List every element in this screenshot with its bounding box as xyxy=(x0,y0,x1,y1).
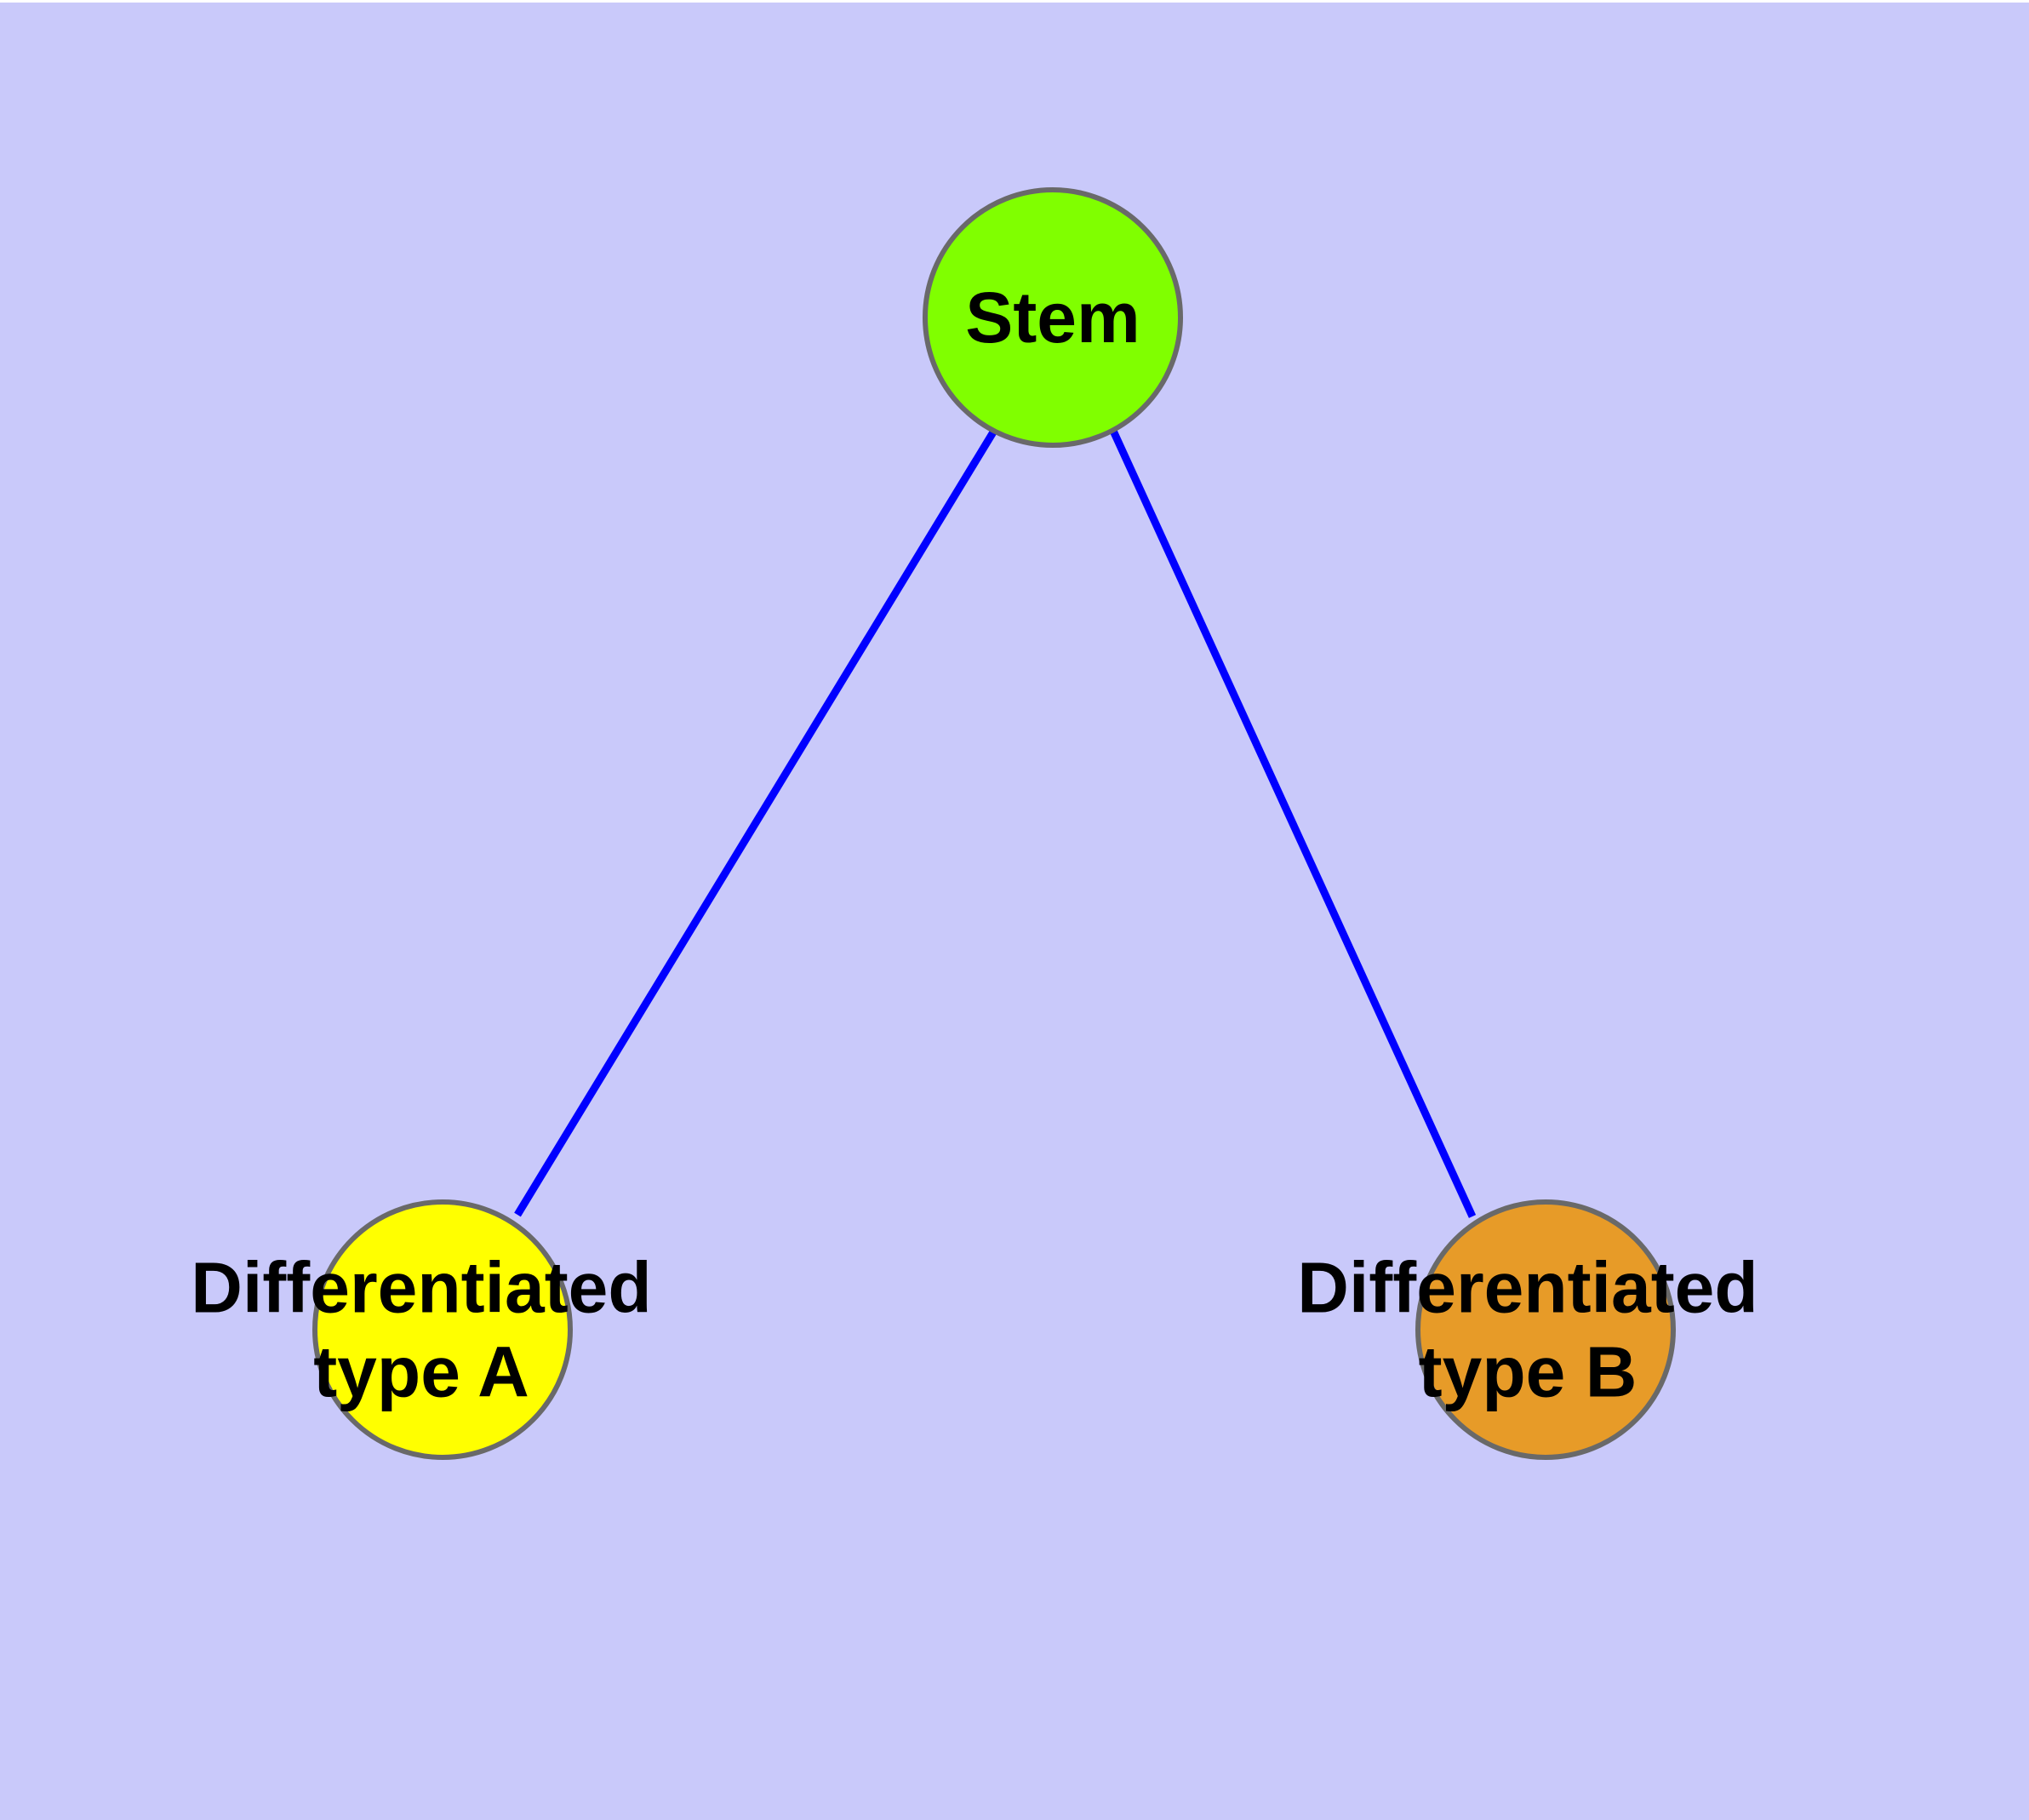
node-label-line: type A xyxy=(313,1332,529,1412)
node-label-line: Stem xyxy=(965,278,1140,358)
node-circle-stem[interactable] xyxy=(923,187,1183,448)
node-label-stem: Stem xyxy=(965,278,1140,358)
graph-node-diff_a[interactable] xyxy=(312,1199,573,1460)
node-label-line: Differentiated xyxy=(191,1247,651,1327)
graph-node-diff_b[interactable] xyxy=(1415,1199,1676,1460)
graph-edge-stem-to-a[interactable] xyxy=(514,428,997,1217)
node-label-line: Differentiated xyxy=(1297,1247,1758,1327)
graph-node-stem[interactable] xyxy=(923,187,1183,448)
node-circle-diff_a[interactable] xyxy=(312,1199,573,1460)
node-label-line: type B xyxy=(1419,1332,1637,1412)
node-circle-diff_b[interactable] xyxy=(1415,1199,1676,1460)
edges-layer xyxy=(514,428,1477,1218)
graph-edge-stem-to-b[interactable] xyxy=(1109,429,1477,1218)
